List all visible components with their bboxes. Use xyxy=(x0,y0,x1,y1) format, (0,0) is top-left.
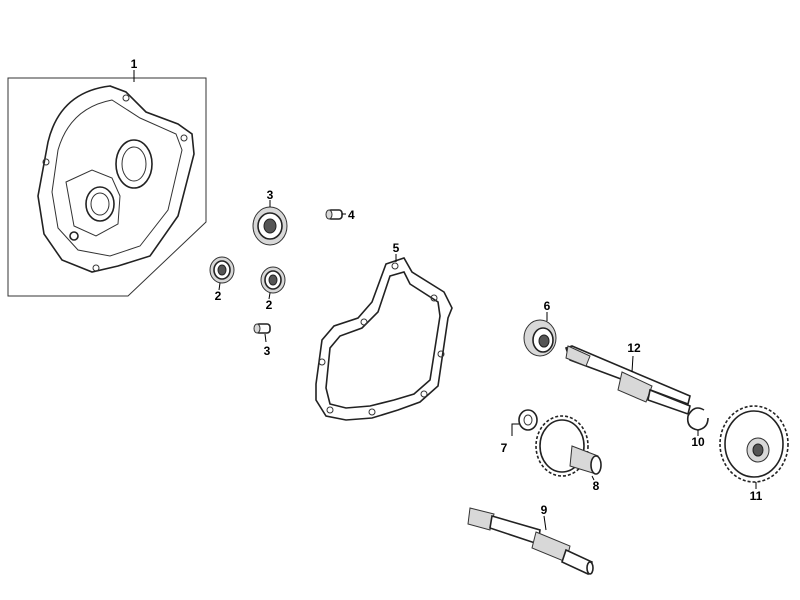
callout-9: 9 xyxy=(541,503,548,517)
callout-8: 8 xyxy=(593,479,600,493)
gasket xyxy=(315,257,453,421)
callout-12: 12 xyxy=(627,341,641,355)
callout-11: 11 xyxy=(750,489,763,503)
transmission-case xyxy=(7,77,207,297)
final-gear xyxy=(719,405,789,483)
callout-3-top: 3 xyxy=(267,188,274,202)
washer xyxy=(518,409,538,431)
dowel-pin xyxy=(325,209,343,220)
callout-1: 1 xyxy=(131,57,138,71)
callout-7: 7 xyxy=(501,441,508,455)
drive-shaft xyxy=(467,507,594,576)
callout-3-bottom: 3 xyxy=(264,344,271,358)
counter-gear xyxy=(535,415,602,477)
bearing-large xyxy=(252,206,288,246)
bearing-small-left xyxy=(209,256,235,284)
dowel-pin-lower xyxy=(253,323,271,334)
callout-10: 10 xyxy=(691,435,705,449)
bearing-small-right xyxy=(260,266,286,294)
callout-2-right: 2 xyxy=(266,298,273,312)
circlip xyxy=(686,407,709,431)
final-shaft xyxy=(564,345,691,416)
callout-5: 5 xyxy=(393,241,400,255)
callout-2-left: 2 xyxy=(215,289,222,303)
oil-seal xyxy=(523,319,557,357)
callout-4: 4 xyxy=(348,208,355,222)
case-frame xyxy=(7,77,207,297)
callout-6: 6 xyxy=(544,299,551,313)
